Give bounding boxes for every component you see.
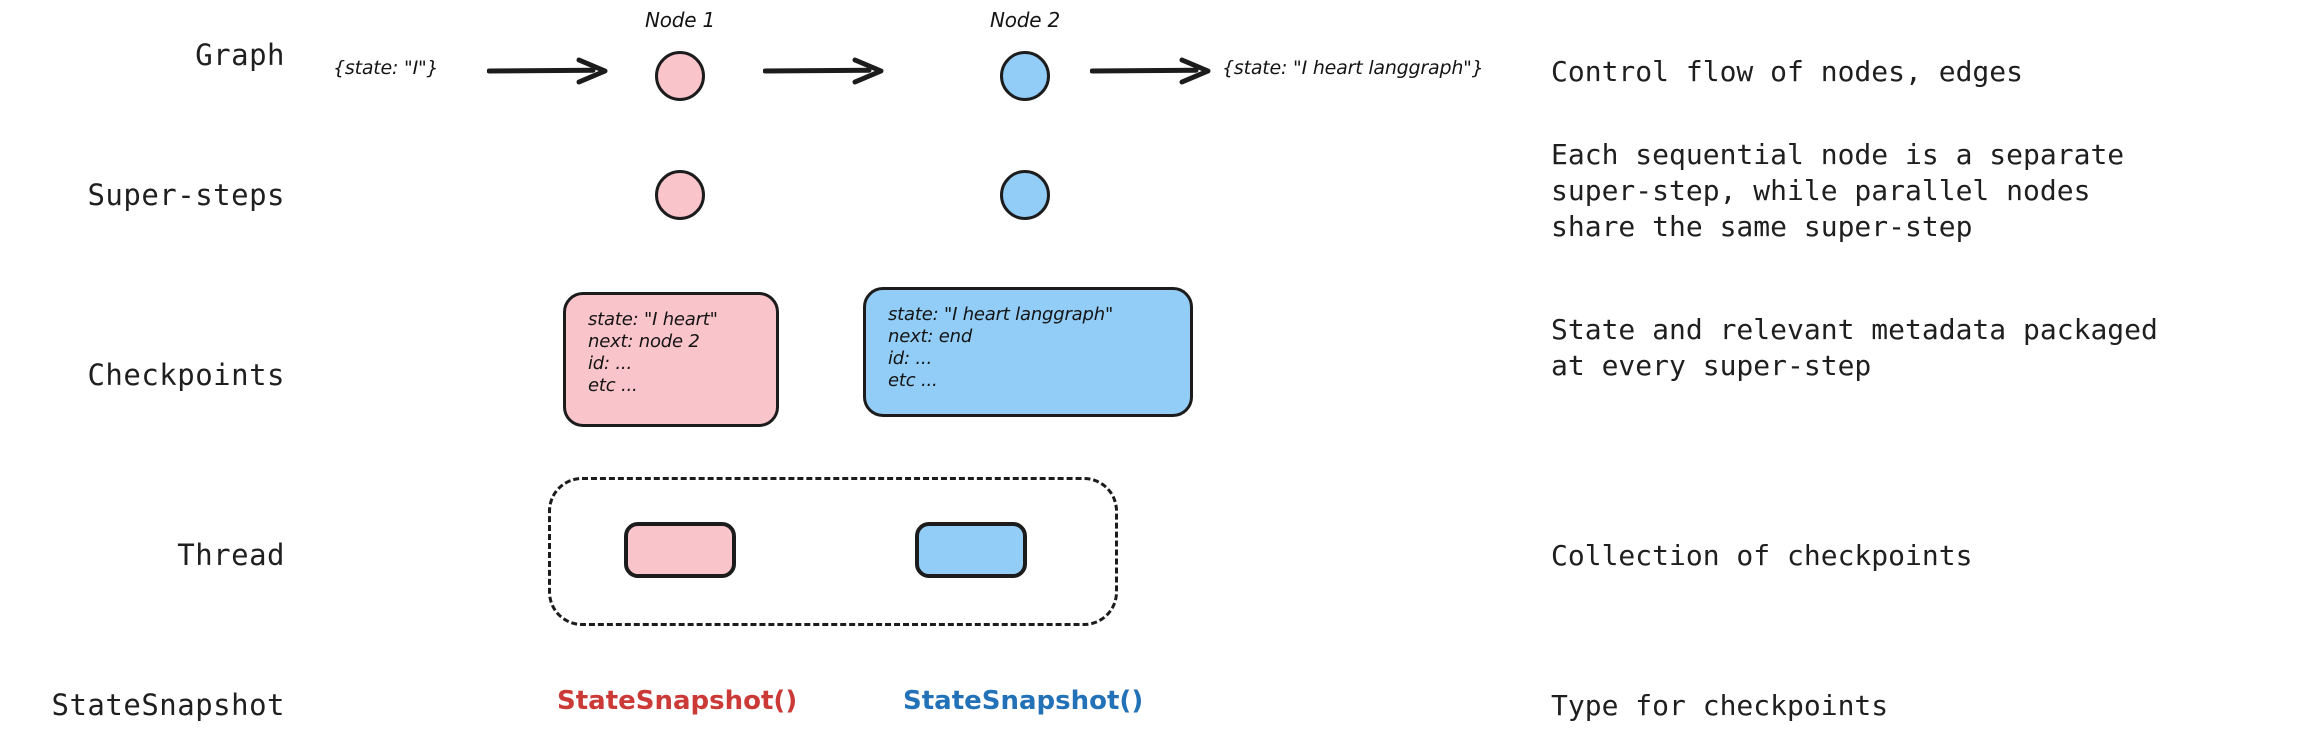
row-description-checkpoints: State and relevant metadata packaged at … [1551,312,2311,384]
checkpoint-line: state: "I heart" [588,309,718,330]
graph-node-1[interactable] [655,51,705,101]
checkpoint-line: id: ... [888,348,932,369]
checkpoint-line: next: end [888,326,973,347]
arrow-right-icon-1 [486,56,612,86]
checkpoint-line: etc ... [588,375,638,396]
checkpoint-line: state: "I heart langgraph" [888,304,1114,325]
checkpoint-line: id: ... [588,353,632,374]
row-description-super-steps: Each sequential node is a separate super… [1551,137,2311,245]
row-description-graph: Control flow of nodes, edges [1551,55,2024,88]
desc-line: super-step, while parallel nodes [1551,174,2091,207]
row-label-checkpoints: Checkpoints [87,358,285,392]
graph-node-2[interactable] [1000,51,1050,101]
super-step-node-1[interactable] [655,170,705,220]
checkpoint-line: next: node 2 [588,331,700,352]
checkpoint-card-blue[interactable]: state: "I heart langgraph" next: end id:… [863,287,1193,417]
checkpoint-card-pink[interactable]: state: "I heart" next: node 2 id: ... et… [563,292,779,427]
desc-line: Each sequential node is a separate [1551,138,2125,171]
row-label-super-steps: Super-steps [87,178,285,212]
state-snapshot-call-pink: StateSnapshot() [557,686,798,716]
arrow-right-icon-3 [1089,56,1215,86]
desc-line: at every super-step [1551,349,1872,382]
checkpoint-line: etc ... [888,370,938,391]
row-description-state-snapshot: Type for checkpoints [1551,689,1889,722]
super-step-node-2[interactable] [1000,170,1050,220]
desc-line: share the same super-step [1551,210,1973,243]
desc-line: State and relevant metadata packaged [1551,313,2158,346]
row-description-thread: Collection of checkpoints [1551,539,1973,572]
graph-output-state-text: {state: "I heart langgraph"} [1222,57,1484,79]
thread-checkpoint-chip-pink[interactable] [624,522,736,578]
arrow-right-icon-2 [762,56,888,86]
row-label-graph: Graph [195,38,285,72]
row-label-state-snapshot: StateSnapshot [51,688,285,722]
thread-container[interactable] [548,477,1118,626]
node2-label: Node 2 [990,8,1061,32]
node1-label: Node 1 [645,8,716,32]
row-label-thread: Thread [177,538,285,572]
state-snapshot-call-blue: StateSnapshot() [903,686,1144,716]
thread-checkpoint-chip-blue[interactable] [915,522,1027,578]
graph-input-state-text: {state: "I"} [333,57,439,79]
